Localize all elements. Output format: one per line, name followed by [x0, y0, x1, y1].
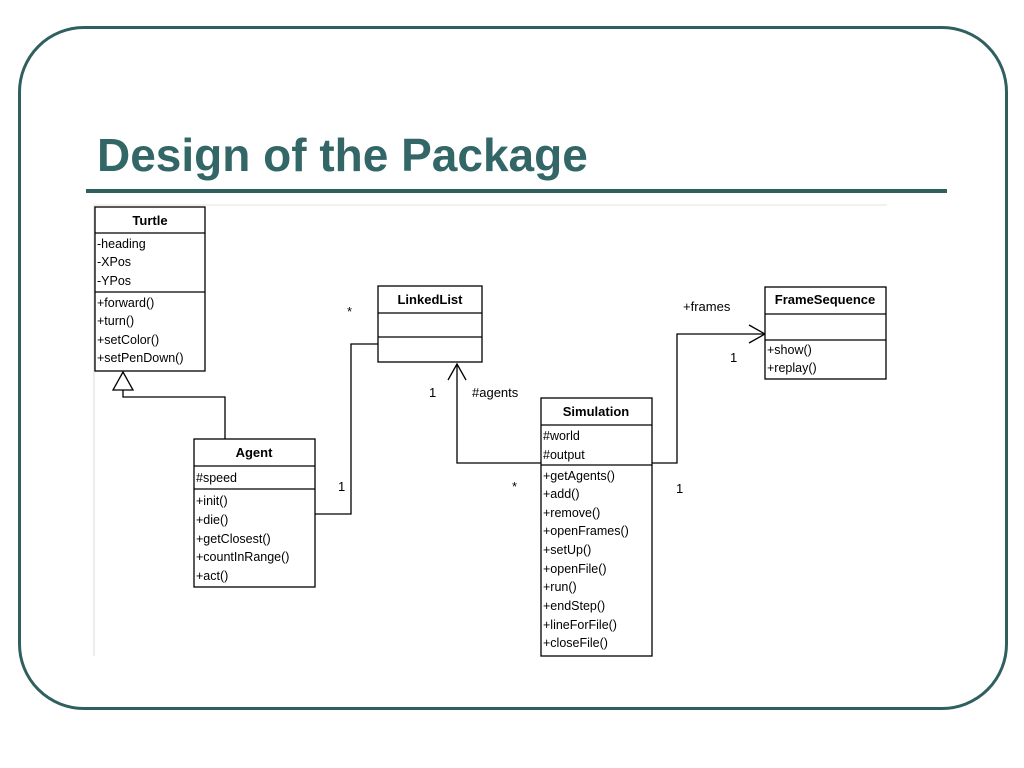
class-framesequence-box: [764, 286, 887, 380]
class-agent-operation: +getClosest(): [196, 532, 271, 546]
slide-frame: [18, 26, 1008, 710]
class-linkedlist-name: LinkedList: [397, 292, 463, 307]
multiplicity-simulation-one: 1: [676, 481, 683, 496]
class-framesequence-operation: +show(): [767, 343, 812, 357]
multiplicity-simulation-star: *: [512, 479, 517, 494]
role-agents: #agents: [472, 385, 519, 400]
class-agent-box: [193, 438, 316, 588]
class-simulation-operation: +endStep(): [543, 599, 605, 613]
class-agent-operation: +die(): [196, 513, 228, 527]
class-turtle-operation: +turn(): [97, 314, 134, 328]
class-agent-name: Agent: [236, 445, 274, 460]
class-simulation-operation: +setUp(): [543, 543, 591, 557]
class-simulation-operation: +getAgents(): [543, 469, 615, 483]
class-turtle: Turtle -heading -XPos -YPos +forward() +…: [94, 206, 206, 372]
class-turtle-operation: +forward(): [97, 296, 154, 310]
class-simulation-operation: +openFile(): [543, 562, 607, 576]
class-simulation-attribute: #output: [543, 448, 585, 462]
generalization-arrowhead: [111, 370, 135, 391]
class-simulation-name: Simulation: [563, 404, 630, 419]
class-turtle-operation: +setColor(): [97, 333, 159, 347]
class-simulation-box: [540, 397, 653, 657]
class-simulation: Simulation #world #output +getAgents() +…: [540, 397, 653, 657]
class-simulation-operation: +add(): [543, 487, 579, 501]
multiplicity-linkedlist-star: *: [347, 304, 352, 319]
class-framesequence: FrameSequence +show() +replay(): [764, 286, 887, 380]
class-simulation-attribute: #world: [543, 429, 580, 443]
class-simulation-operation: +openFrames(): [543, 524, 629, 538]
class-agent-attribute: #speed: [196, 471, 237, 485]
class-framesequence-name: FrameSequence: [775, 292, 875, 307]
multiplicity-frames-one: 1: [730, 350, 737, 365]
class-turtle-operation: +setPenDown(): [97, 351, 184, 365]
class-simulation-operation: +run(): [543, 580, 577, 594]
class-turtle-attribute: -heading: [97, 237, 146, 251]
class-simulation-operation: +remove(): [543, 506, 600, 520]
class-framesequence-operation: +replay(): [767, 361, 817, 375]
class-agent-operation: +countInRange(): [196, 550, 289, 564]
agents-arrowhead: [447, 362, 467, 381]
slide-title: Design of the Package: [97, 129, 588, 181]
class-turtle-name: Turtle: [132, 213, 167, 228]
class-linkedlist-box: [377, 285, 483, 363]
class-simulation-operation: +closeFile(): [543, 636, 608, 650]
class-simulation-operation: +lineForFile(): [543, 618, 617, 632]
class-turtle-attribute: -YPos: [97, 274, 131, 288]
multiplicity-agents-one: 1: [429, 385, 436, 400]
class-turtle-attribute: -XPos: [97, 255, 131, 269]
class-turtle-box: [94, 206, 206, 372]
association-agent-linkedlist: [315, 343, 378, 515]
role-frames: +frames: [683, 299, 731, 314]
class-agent: Agent #speed +init() +die() +getClosest(…: [193, 438, 316, 588]
class-agent-operation: +init(): [196, 494, 228, 508]
association-simulation-frames: [652, 333, 765, 464]
class-agent-operation: +act(): [196, 569, 228, 583]
generalization-agent-turtle: [122, 390, 226, 439]
class-linkedlist: LinkedList: [377, 285, 483, 363]
title-underline: [86, 189, 947, 193]
multiplicity-agent-one: 1: [338, 479, 345, 494]
association-simulation-agents: [456, 364, 541, 464]
